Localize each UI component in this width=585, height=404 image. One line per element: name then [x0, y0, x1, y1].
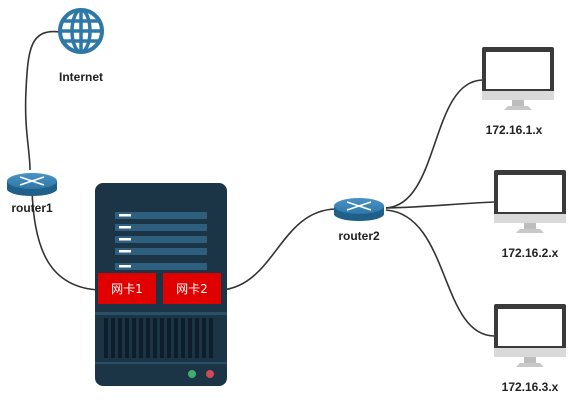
host2-label: 172.16.2.x	[502, 246, 559, 260]
computer-icon	[494, 170, 566, 233]
nic1-label: 网卡1	[111, 282, 143, 296]
internet-label: Internet	[59, 70, 103, 84]
nic1-box	[98, 273, 156, 304]
link-nic2-router2	[221, 208, 337, 291]
host3-label: 172.16.3.x	[502, 380, 559, 394]
computer-icon	[494, 304, 566, 367]
link-router2-host1	[385, 79, 483, 209]
nic2-box	[163, 273, 221, 304]
nic2-label: 网卡2	[176, 282, 208, 296]
link-router2-host2	[385, 201, 495, 209]
router1-label: router1	[11, 201, 53, 215]
router2-icon	[334, 198, 384, 221]
server-icon	[95, 183, 227, 386]
link-router1-nic1	[31, 189, 101, 291]
link-router2-host3	[385, 209, 495, 337]
host1-label: 172.16.1.x	[486, 123, 543, 137]
computer-icon	[482, 47, 554, 110]
status-led-red-icon	[206, 370, 214, 378]
router2-label: router2	[338, 229, 380, 243]
status-led-green-icon	[188, 370, 196, 378]
globe-icon	[58, 8, 104, 54]
router1-icon	[7, 173, 57, 196]
link-internet-router1	[24, 30, 61, 171]
